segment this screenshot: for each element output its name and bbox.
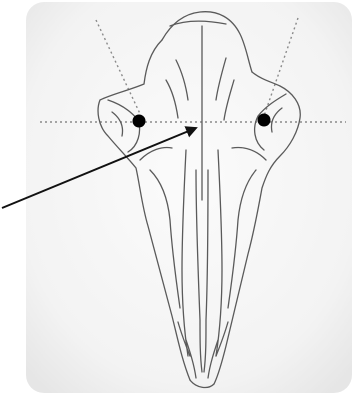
panel-background bbox=[26, 2, 352, 393]
left-eye-marker bbox=[133, 115, 146, 128]
right-eye-marker bbox=[258, 114, 271, 127]
